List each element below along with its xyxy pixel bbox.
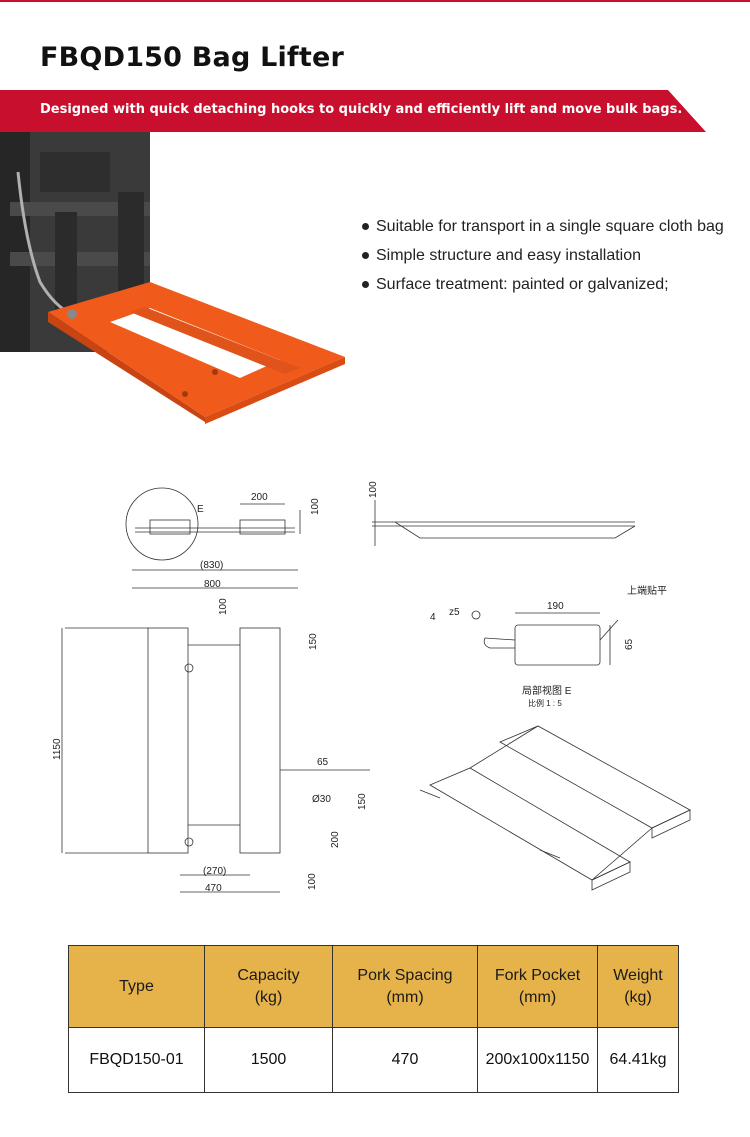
dim-65-b: 65	[624, 638, 635, 650]
dim-470: 470	[205, 883, 222, 894]
dim-200: 200	[251, 492, 268, 503]
table-row: FBQD150-01 1500 470 200x100x1150 64.41kg	[68, 1027, 679, 1093]
bullet-icon	[362, 223, 369, 230]
dim-1150: 1150	[52, 738, 63, 760]
dim-830: (830)	[200, 560, 223, 571]
banner-text: Designed with quick detaching hooks to q…	[40, 102, 683, 117]
bullet-icon	[362, 281, 369, 288]
header-type: Type	[68, 945, 205, 1028]
cell-pork-spacing: 470	[332, 1027, 478, 1093]
dim-100-a: 100	[310, 498, 321, 515]
dim-e-label: E	[197, 504, 204, 515]
bag-lifter	[48, 282, 345, 424]
dim-150-a: 150	[308, 633, 319, 650]
note-top-flush: 上端贴平	[627, 584, 667, 597]
feature-list: Suitable for transport in a single squar…	[360, 212, 740, 299]
cell-capacity: 1500	[204, 1027, 333, 1093]
chain	[16, 171, 73, 316]
isometric-view	[419, 725, 691, 891]
dim-100-c: 100	[218, 598, 229, 615]
dim-z5: z5	[449, 607, 460, 618]
cell-fork-pocket: 200x100x1150	[477, 1027, 598, 1093]
dim-30: Ø30	[312, 794, 331, 805]
detail-view-e	[471, 610, 619, 666]
scale-label: 比例 1 : 5	[528, 698, 562, 708]
top-view	[61, 587, 370, 893]
dim-190: 190	[547, 601, 564, 612]
header-fork-pocket: Fork Pocket(mm)	[477, 945, 598, 1028]
feature-item: Surface treatment: painted or galvanized…	[360, 270, 740, 299]
banner-shape	[0, 90, 706, 132]
dim-270: (270)	[203, 866, 226, 877]
banner: Designed with quick detaching hooks to q…	[0, 90, 706, 132]
header-capacity: Capacity(kg)	[204, 945, 333, 1028]
cell-weight: 64.41kg	[597, 1027, 679, 1093]
dim-4: 4	[430, 612, 436, 623]
cell-type: FBQD150-01	[68, 1027, 205, 1093]
page-title: FBQD150 Bag Lifter	[40, 42, 345, 73]
feature-item: Simple structure and easy installation	[360, 241, 740, 270]
spec-table: Type Capacity(kg) Pork Spacing(mm) Fork …	[68, 945, 679, 1093]
bullet-icon	[362, 252, 369, 259]
detail-view-label: 局部视图 E	[522, 684, 572, 697]
dim-100-b: 100	[368, 481, 379, 498]
front-view	[125, 487, 301, 571]
side-view	[372, 500, 636, 546]
technical-drawing: 200 E 100 (830) 100 800 100 150 1150 65 …	[52, 481, 691, 894]
header-weight: Weight(kg)	[597, 945, 679, 1028]
top-accent-line	[0, 0, 750, 2]
table-header-row: Type Capacity(kg) Pork Spacing(mm) Fork …	[68, 945, 679, 1028]
dim-100-d: 100	[307, 873, 318, 890]
dim-200-b: 200	[330, 831, 341, 848]
dim-150-b: 150	[357, 793, 368, 810]
dim-65-a: 65	[317, 757, 329, 768]
dim-800: 800	[204, 579, 221, 590]
header-pork-spacing: Pork Spacing(mm)	[332, 945, 478, 1028]
feature-item: Suitable for transport in a single squar…	[360, 212, 740, 241]
product-photo	[0, 132, 345, 424]
